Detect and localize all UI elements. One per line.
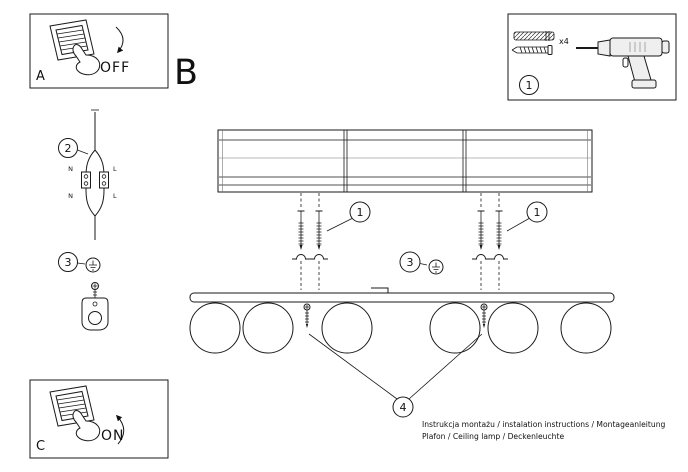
lamp-globe: [189, 302, 241, 354]
wire-label-l-top: L: [113, 165, 117, 173]
lamp-globe: [242, 302, 294, 354]
leader-line: [419, 263, 428, 266]
lamp-screw-icon: [480, 303, 488, 329]
lamp-globe: [429, 302, 481, 354]
mounting-screw-icon: [495, 210, 503, 251]
leader-line: [326, 218, 353, 232]
section-b-label: B: [174, 53, 198, 93]
lamp-globe: [487, 302, 539, 354]
svg-text:1: 1: [526, 79, 533, 92]
step-3-badge: 3: [58, 252, 78, 272]
lamp-screw-icon: [303, 303, 311, 329]
lamp-globe: [560, 302, 612, 354]
mounting-screw-icon: [297, 210, 305, 251]
earth-symbol-icon: [428, 259, 444, 275]
wire-label-n-bottom: N: [68, 192, 73, 200]
callout-1-right: 1: [506, 201, 548, 232]
svg-text:1: 1: [357, 206, 364, 219]
wire-label-n-top: N: [68, 165, 73, 173]
terminal-blocks: [81, 171, 109, 189]
spring-clip-icon: [471, 254, 491, 260]
grounding-step: 3: [58, 252, 109, 331]
toggle-up-arrow-icon: [115, 414, 125, 445]
ceiling-bracket: [217, 129, 593, 193]
ground-clamp-icon: [81, 282, 109, 331]
drill-icon: [576, 37, 670, 89]
step-1-badge: 1: [519, 75, 539, 95]
panel-c: C ON: [29, 379, 169, 459]
panel-a-label: A: [36, 69, 45, 84]
leader-line: [506, 218, 530, 232]
alignment-dashes: [300, 193, 500, 209]
lamp-globe: [321, 302, 373, 354]
svg-text:3: 3: [407, 256, 414, 269]
screw-icon: [511, 45, 553, 55]
callout-4: 4: [308, 333, 483, 418]
spring-clip-icon: [489, 254, 509, 260]
mounting-screws: [291, 193, 509, 290]
panel-a: A OFF: [29, 13, 169, 89]
panel-a-border: [29, 13, 169, 89]
switch-state-off: OFF: [100, 60, 130, 76]
step-2-badge: 2: [58, 138, 78, 158]
svg-text:1: 1: [534, 206, 541, 219]
leader-line: [308, 333, 483, 400]
spring-clip-icon: [291, 254, 311, 260]
wall-plug-icon: [513, 31, 555, 41]
parts-box: x4 1: [507, 13, 677, 101]
mounting-screw-icon: [315, 210, 323, 251]
switch-state-on: ON: [101, 428, 125, 444]
spring-clip-icon: [309, 254, 329, 260]
lamp-bar: [189, 292, 615, 303]
screw-qty: x4: [559, 37, 569, 46]
alignment-dashes: [300, 261, 500, 290]
lamp-assembly: [189, 292, 615, 354]
callout-3-center: 3: [371, 251, 444, 293]
callout-1-left: 1: [326, 201, 371, 232]
panel-c-label: C: [36, 439, 45, 454]
mounting-screw-icon: [477, 210, 485, 251]
toggle-down-arrow-icon: [115, 26, 124, 54]
svg-text:4: 4: [400, 401, 407, 414]
leader-line: [77, 149, 89, 155]
footer-line-2: Plafon / Ceiling lamp / Deckenleuchte: [422, 432, 564, 441]
svg-text:3: 3: [65, 256, 72, 269]
power-cable: [371, 287, 389, 293]
svg-text:2: 2: [65, 142, 72, 155]
wire-label-l-bottom: L: [113, 192, 117, 200]
footer-line-1: Instrukcja montażu / instalation instruc…: [422, 420, 666, 429]
earth-symbol-icon: [85, 257, 101, 273]
wiring-step: 2 N L N L: [58, 109, 117, 240]
leader-line: [77, 262, 86, 265]
